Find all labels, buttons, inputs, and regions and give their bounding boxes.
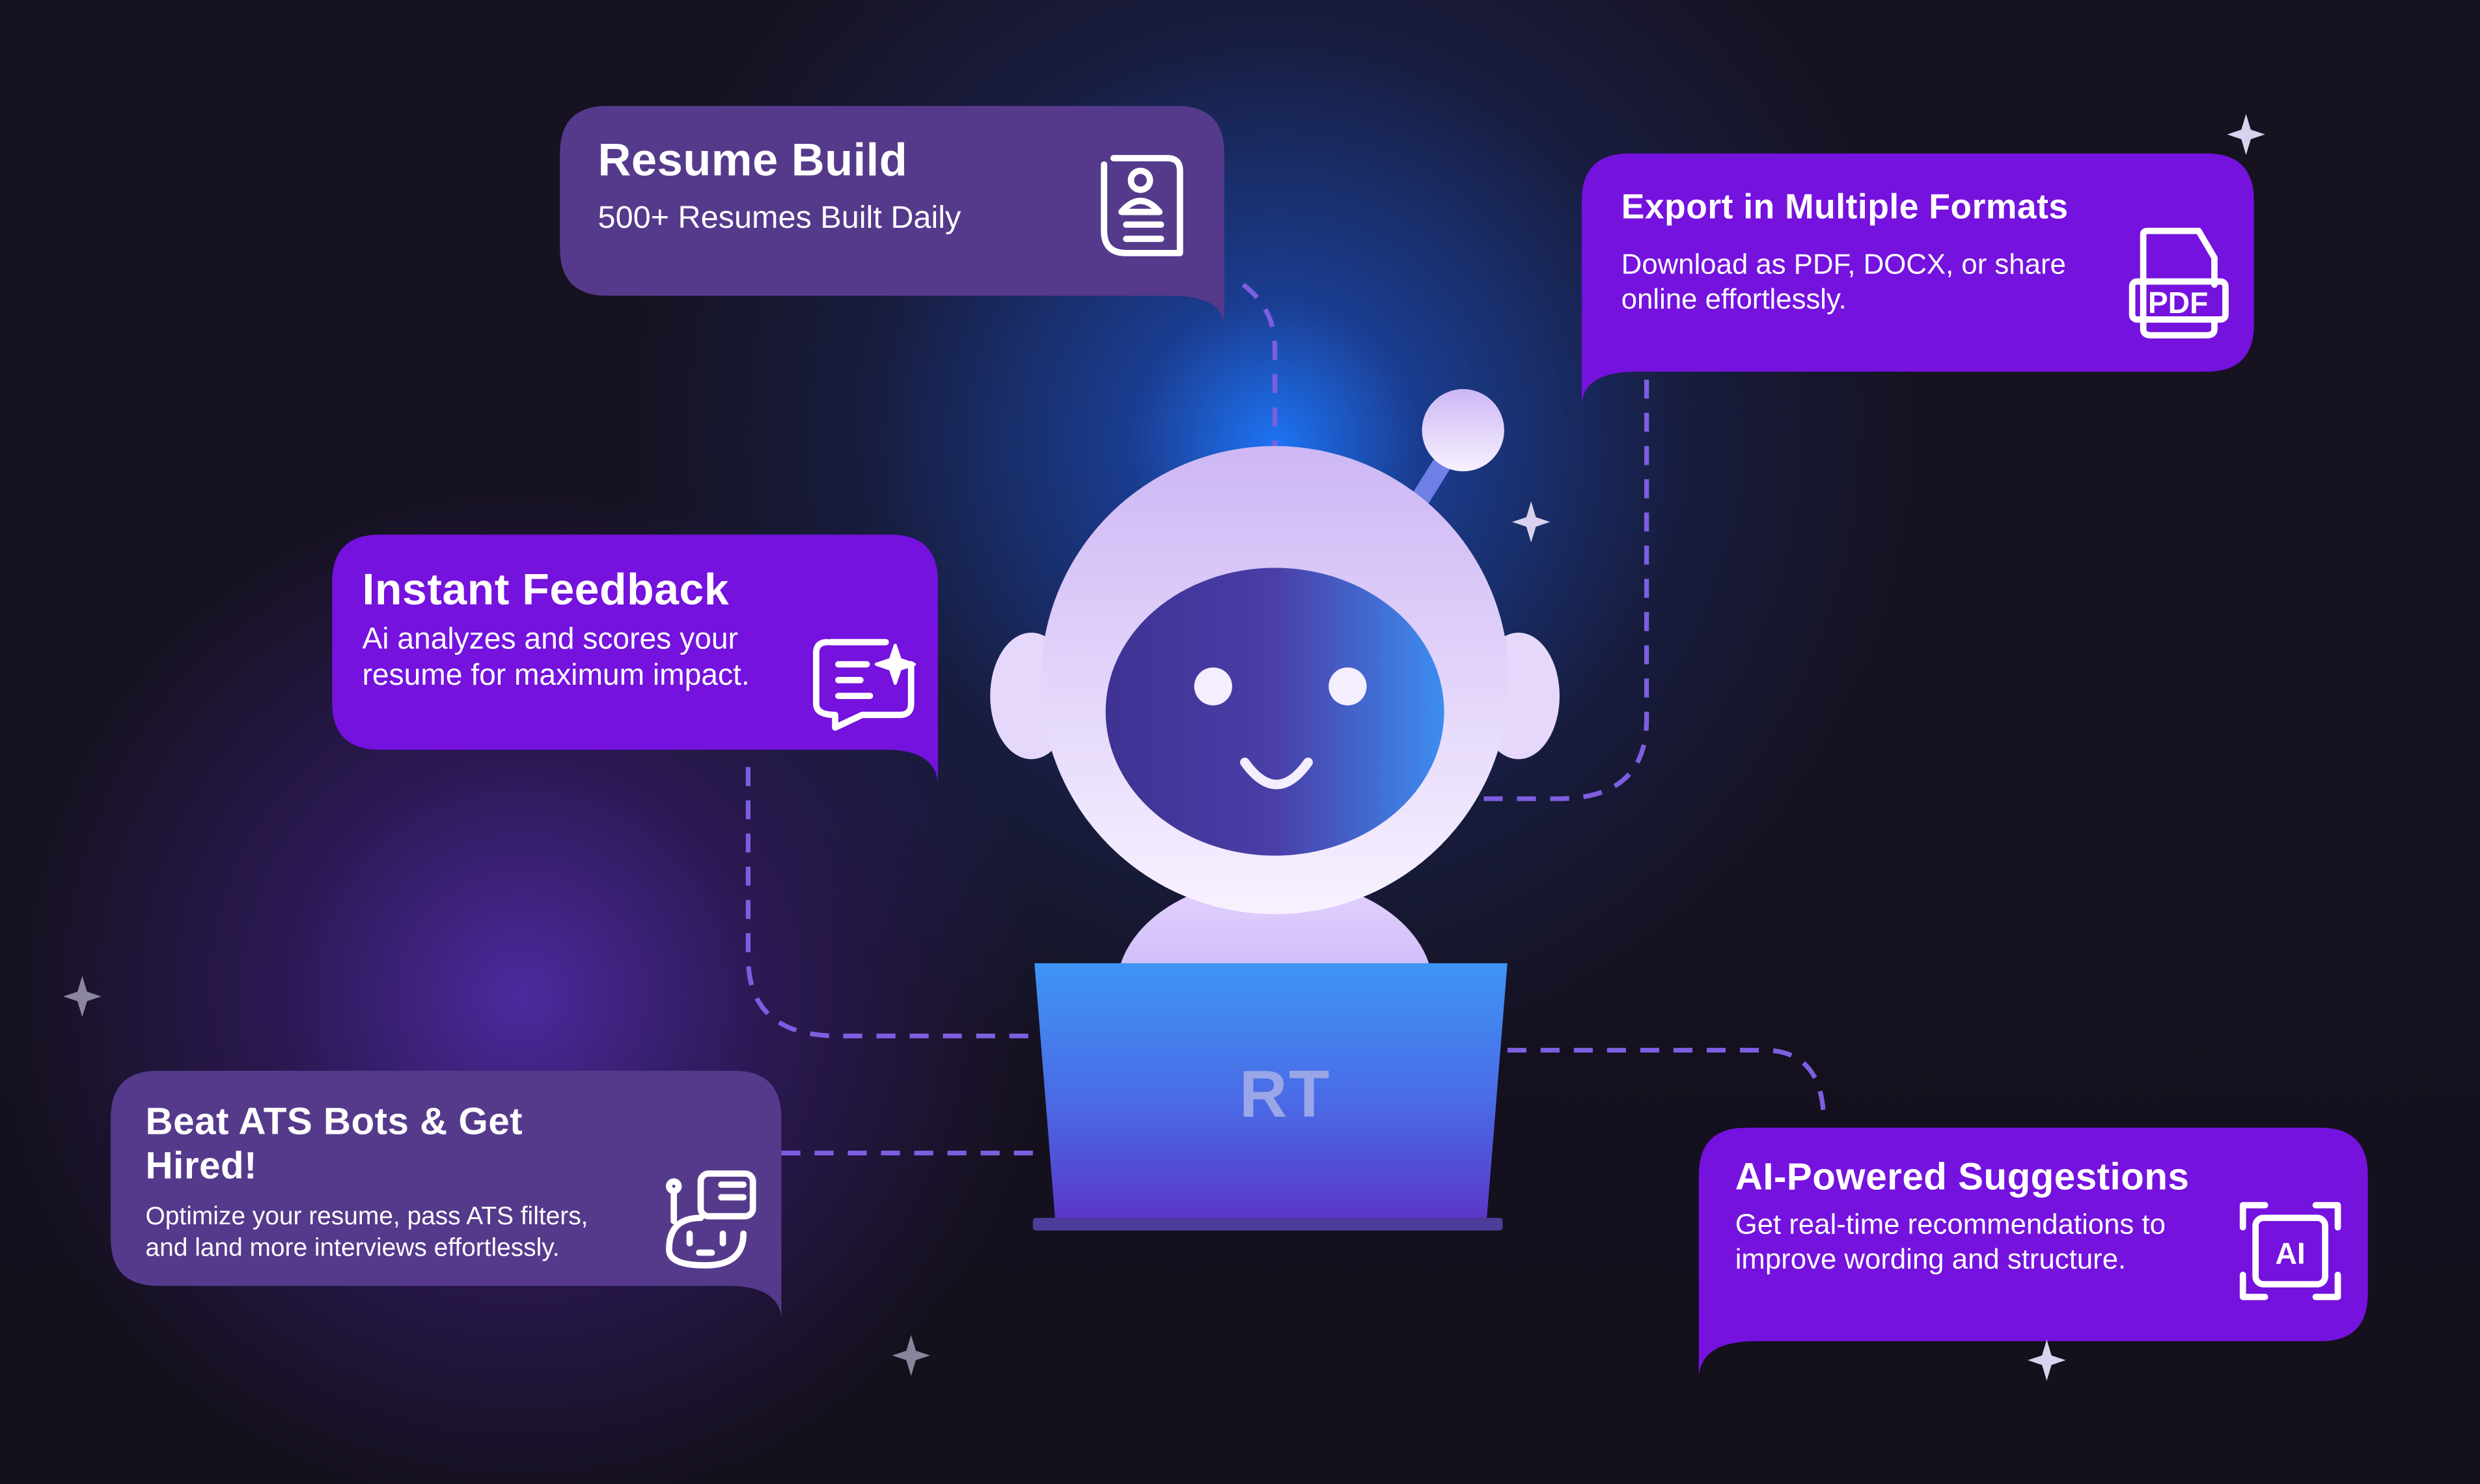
resume-document-icon [1101, 155, 1183, 256]
card-subtitle: Download as PDF, DOCX, or share online e… [1621, 248, 2066, 315]
card-beat-ats: Beat ATS Bots & Get Hired! Optimize your… [146, 1101, 636, 1265]
card-resume-build: Resume Build 500+ Resumes Built Daily [598, 136, 1073, 236]
card-title: Export in Multiple Formats [1621, 186, 2069, 227]
card-title: Instant Feedback [362, 564, 730, 614]
robot-illustration [990, 389, 1560, 1231]
ai-chip-icon [2239, 1202, 2341, 1300]
card-subtitle: Get real-time recommendations to improve… [1735, 1208, 2166, 1275]
card-instant-feedback: Instant Feedback Ai analyzes and scores … [362, 565, 813, 694]
dashed-connectors [745, 282, 1826, 1156]
bubble-instant-feedback [332, 534, 938, 783]
bubble-export [1582, 153, 2254, 404]
robot-chat-icon [666, 1170, 756, 1269]
card-subtitle: Ai analyzes and scores your resume for m… [362, 623, 750, 693]
card-subtitle: 500+ Resumes Built Daily [598, 200, 961, 236]
bubble-ai-suggestions [1698, 1127, 2368, 1377]
bubble-beat-ats [111, 1071, 782, 1318]
bubble-resume-build [560, 105, 1224, 325]
pdf-icon-label: PDF [2148, 286, 2208, 320]
card-title: Beat ATS Bots & Get Hired! [145, 1101, 523, 1188]
card-ai-suggestions: AI-Powered Suggestions Get real-time rec… [1735, 1156, 2225, 1276]
card-export: Export in Multiple Formats Download as P… [1621, 187, 2112, 316]
sparkle-icons [63, 113, 2265, 1381]
pdf-file-icon [2129, 227, 2229, 339]
card-title: AI-Powered Suggestions [1735, 1156, 2190, 1199]
card-title: Resume Build [598, 135, 908, 187]
ai-icon-label: AI [2276, 1237, 2306, 1271]
card-subtitle: Optimize your resume, pass ATS filters, … [145, 1203, 588, 1263]
laptop-logo: RT [1239, 1056, 1331, 1131]
chat-sparkle-icon [813, 639, 916, 731]
